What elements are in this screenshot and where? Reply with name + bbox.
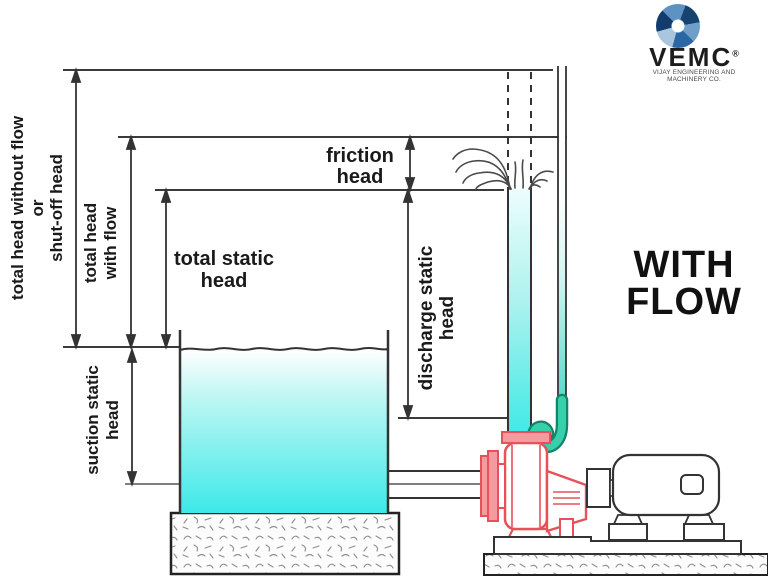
pump-foundation	[483, 553, 768, 576]
registered-mark: ®	[732, 48, 739, 59]
arrow-discharge-static-head	[402, 187, 414, 421]
dimension-arrows	[70, 67, 416, 487]
vemc-swirl-logo-icon	[656, 4, 700, 48]
motor-body	[611, 453, 721, 517]
baseplate	[493, 536, 742, 555]
terminal-box	[680, 474, 704, 495]
arrow-total-head-without-flow	[70, 67, 82, 350]
arrow-total-head-with-flow	[125, 134, 137, 350]
arrow-total-static-head	[160, 187, 172, 350]
water-spray	[452, 148, 554, 190]
arrow-friction-head	[404, 134, 416, 193]
water-surface	[179, 347, 389, 351]
centrifugal-pump	[480, 431, 588, 543]
brand-text: VEMC	[649, 42, 733, 72]
discharge-pipe	[507, 72, 532, 436]
electric-motor	[493, 453, 742, 555]
brand-tagline: VIJAY ENGINEERING AND MACHINERY CO.	[652, 69, 736, 83]
suction-pipe	[388, 470, 484, 499]
gauge-tube	[527, 66, 569, 454]
tank-pedestal	[169, 511, 401, 576]
bearing-bracket	[545, 469, 588, 533]
coupling	[586, 468, 611, 508]
suction-flange	[480, 455, 489, 517]
tank-water	[180, 348, 388, 513]
suction-flange	[487, 450, 499, 522]
arrow-suction-static-head	[126, 347, 138, 487]
brand-name: VEMC®	[634, 42, 754, 73]
suction-tank	[178, 330, 390, 513]
discharge-flange	[501, 431, 551, 444]
